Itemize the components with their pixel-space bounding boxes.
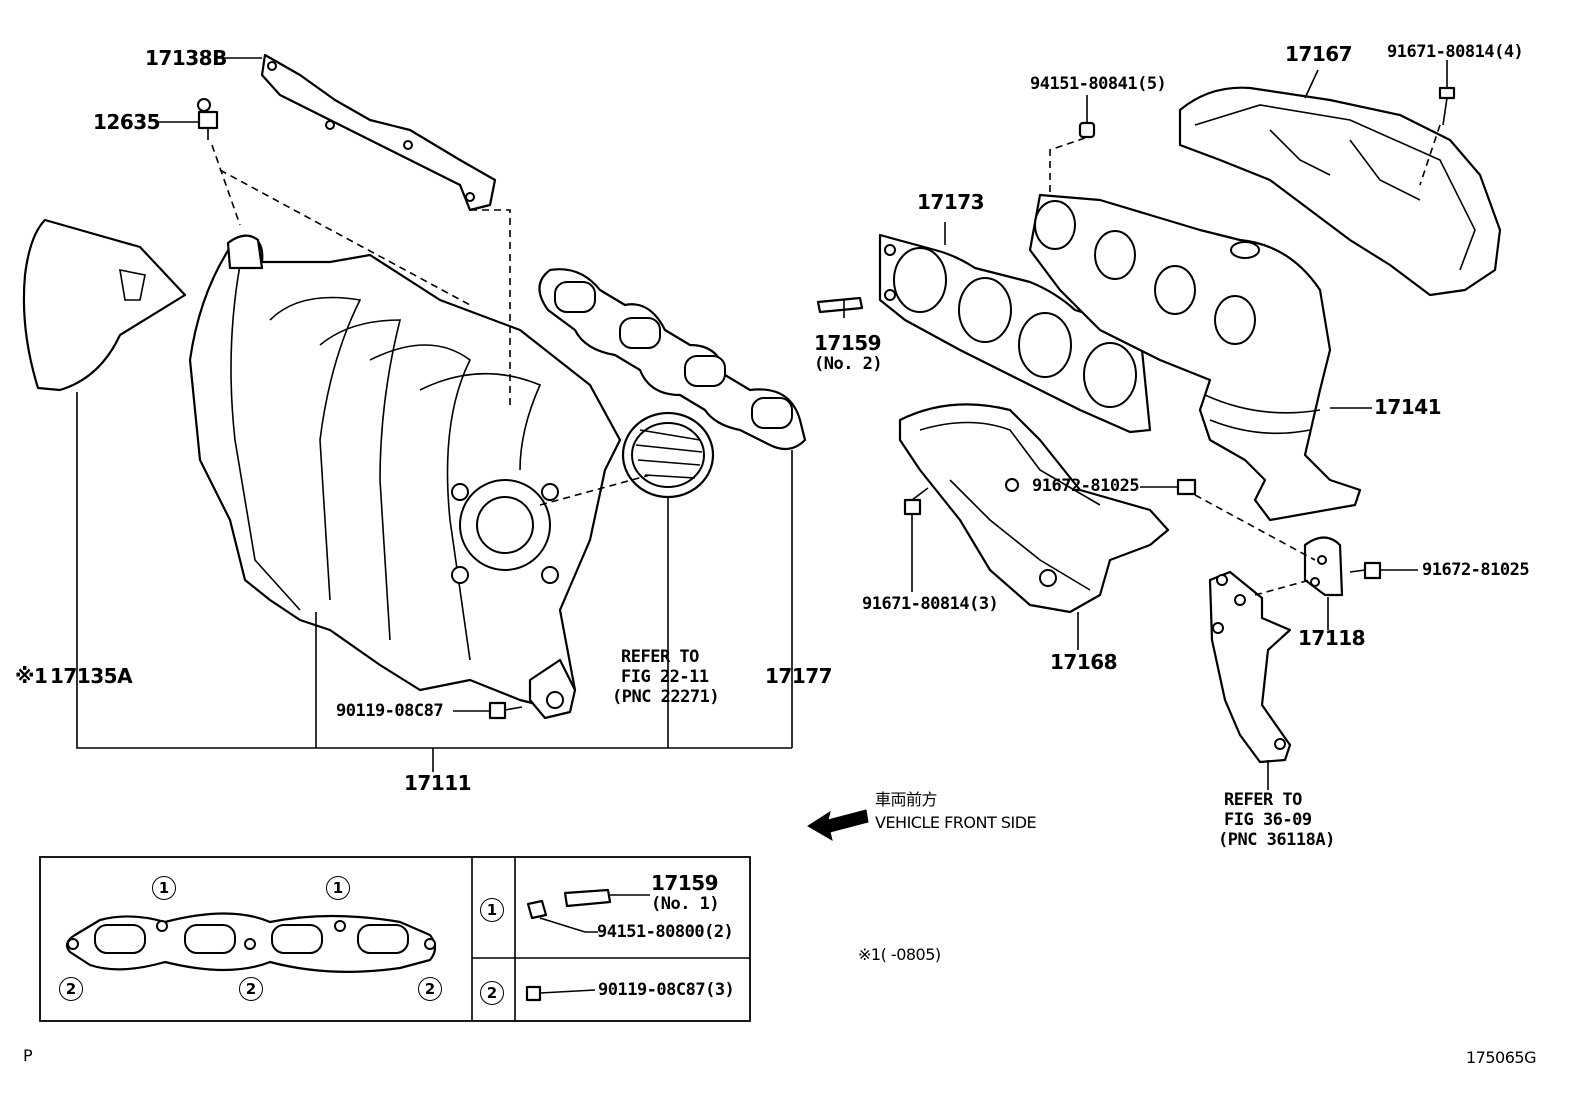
label-12635: 12635	[93, 110, 161, 134]
label-91671-80814-3: 91671-80814(3)	[862, 594, 999, 614]
inset-label-17159-sub: (No. 1)	[651, 894, 720, 914]
corner-p: P	[23, 1046, 33, 1065]
row-marker-1: 1	[480, 898, 504, 922]
gasket-17177	[538, 268, 807, 451]
refer-fig-36-line2: FIG 36-09	[1224, 810, 1312, 830]
figure-code: 175065G	[1466, 1048, 1536, 1067]
fasteners	[488, 86, 1456, 720]
label-17111: 17111	[404, 771, 472, 795]
label-17159: 17159	[814, 331, 882, 355]
inset-label-90119-08C87: 90119-08C87(3)	[598, 980, 735, 1000]
refer-fig-36-line3: (PNC 36118A)	[1218, 830, 1335, 850]
row-marker-2: 2	[480, 981, 504, 1005]
note-mark-1: ※1	[15, 664, 48, 688]
heat-insulator-17168	[898, 403, 1170, 614]
label-17138B: 17138B	[145, 46, 227, 70]
footnote: ※1( -0805)	[858, 945, 941, 964]
front-arrow	[807, 809, 869, 842]
throttle-cover-17135A	[22, 218, 187, 392]
refer-fig-22-line3: (PNC 22271)	[612, 687, 720, 707]
label-17135A: 17135A	[50, 664, 133, 688]
throttle-gasket	[621, 411, 715, 499]
label-17141: 17141	[1374, 395, 1442, 419]
inset-label-94151-80800: 94151-80800(2)	[597, 922, 734, 942]
label-17173: 17173	[917, 190, 985, 214]
label-91672-81025-b: 91672-81025	[1422, 560, 1530, 580]
heat-insulator-17167	[1178, 86, 1502, 297]
marker-1-b: 1	[326, 876, 350, 900]
label-17177: 17177	[765, 664, 833, 688]
marker-2-c: 2	[418, 977, 442, 1001]
refer-fig-36-line1: REFER TO	[1224, 790, 1302, 810]
label-90119-08C87: 90119-08C87	[336, 701, 444, 721]
refer-fig-22-line1: REFER TO	[621, 647, 699, 667]
exhaust-gasket-17173	[878, 233, 1152, 434]
marker-2-a: 2	[59, 977, 83, 1001]
leader-lines	[76, 57, 1448, 790]
label-17168: 17168	[1050, 650, 1118, 674]
label-17118: 17118	[1298, 626, 1366, 650]
exhaust-manifold-17141	[1028, 193, 1362, 522]
intake-manifold-17111	[188, 234, 622, 720]
label-17167: 17167	[1285, 42, 1353, 66]
inset-table	[39, 856, 751, 1022]
front-side-en: VEHICLE FRONT SIDE	[875, 813, 1037, 832]
dashed-assembly-lines	[211, 124, 1441, 596]
refer-fig-22-line2: FIG 22-11	[621, 667, 709, 687]
label-91672-81025-a: 91672-81025	[1032, 476, 1140, 496]
marker-2-b: 2	[239, 977, 263, 1001]
label-91671-80814-4: 91671-80814(4)	[1387, 42, 1524, 62]
stud-12635	[197, 98, 219, 140]
bracket-17118	[1303, 536, 1344, 597]
bracket-17138B	[260, 53, 497, 212]
inset-label-17159: 17159	[651, 871, 719, 895]
manifold-stay	[1208, 570, 1292, 764]
label-94151-80841: 94151-80841(5)	[1030, 74, 1167, 94]
front-side-jp: 車両前方	[875, 790, 938, 809]
marker-1-a: 1	[152, 876, 176, 900]
label-17159-sub: (No. 2)	[814, 354, 883, 374]
